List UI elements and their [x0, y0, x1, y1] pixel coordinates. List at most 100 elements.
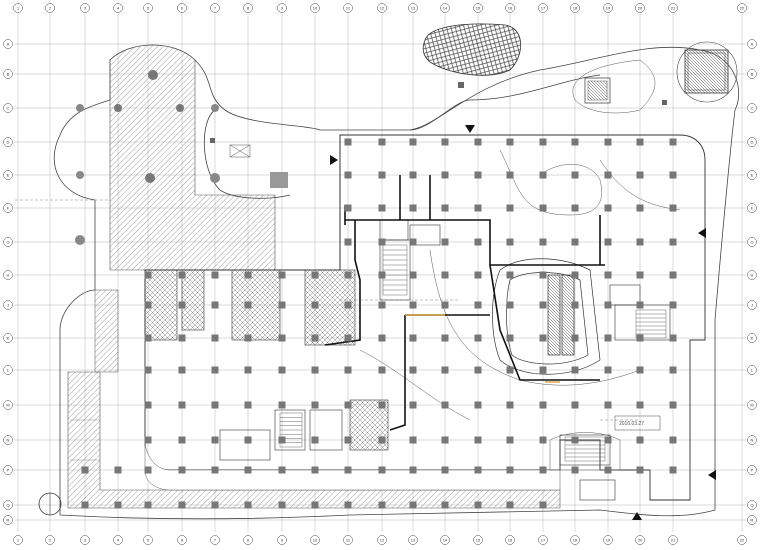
core-rooms: [144, 219, 671, 501]
column: [311, 501, 319, 509]
column: [506, 366, 514, 374]
axis-bubbles: 1122334455667788991010111112121313141415…: [3, 3, 757, 545]
grid-bubble-column: 20: [635, 3, 645, 13]
column: [409, 334, 417, 342]
column: [571, 238, 579, 246]
pavilion-center: [584, 77, 611, 104]
column: [311, 366, 319, 374]
grid-label-column: 5: [147, 537, 150, 542]
north-wing-hatched: [75, 44, 288, 271]
column: [571, 138, 579, 146]
date-stamp-box: 2016.03.27: [614, 415, 661, 431]
grid-bubble-row: D: [3, 137, 13, 147]
column: [506, 466, 514, 474]
grid-label-column: 11: [346, 5, 351, 10]
column: [144, 466, 152, 474]
column: [506, 301, 514, 309]
grid-label-column: 3: [84, 537, 87, 542]
column: [669, 366, 677, 374]
column: [344, 501, 352, 509]
column: [539, 271, 547, 279]
grid-bubble-column: 19: [603, 3, 613, 13]
column: [539, 436, 547, 444]
column: [571, 271, 579, 279]
grid-bubble-column: 7: [210, 535, 220, 545]
column: [178, 334, 186, 342]
grid-bubble-row: E: [3, 170, 13, 180]
grid-label-row: C: [7, 105, 10, 110]
grid-bubble-column: 15: [473, 3, 483, 13]
structural-columns: [81, 138, 677, 509]
column: [211, 366, 219, 374]
column: [144, 271, 152, 279]
column: [278, 301, 286, 309]
column: [278, 271, 286, 279]
column: [378, 138, 386, 146]
grid-bubble-column: 15: [473, 535, 483, 545]
column: [669, 171, 677, 179]
column: [636, 171, 644, 179]
grid-bubble-row: J: [3, 300, 13, 310]
grid-label-column: 22: [740, 5, 745, 10]
column: [441, 238, 449, 246]
grid-bubble-row: G: [747, 237, 757, 247]
grid-label-column: 15: [476, 537, 481, 542]
grid-label-row: K: [751, 335, 754, 340]
grid-bubble-column: 13: [408, 535, 418, 545]
column: [539, 334, 547, 342]
main-building: [144, 134, 706, 501]
grid-label-column: 22: [740, 537, 745, 542]
grid-label-row: N: [7, 437, 10, 442]
column: [669, 301, 677, 309]
grid-bubble-row: Q: [3, 500, 13, 510]
grid-label-row: P: [7, 467, 10, 472]
grid-bubble-row: A: [747, 39, 757, 49]
column: [636, 301, 644, 309]
stair-flight: [382, 244, 408, 296]
column: [378, 466, 386, 474]
column: [539, 466, 547, 474]
column: [311, 436, 319, 444]
column: [539, 204, 547, 212]
grid-bubble-column: 6: [177, 3, 187, 13]
grid-label-column: 17: [541, 5, 546, 10]
grid-label-row: L: [7, 367, 10, 372]
column: [244, 501, 252, 509]
column: [604, 401, 612, 409]
column: [604, 271, 612, 279]
stair-flight: [564, 436, 606, 462]
column: [669, 436, 677, 444]
column: [636, 334, 644, 342]
grid-label-column: 7: [214, 537, 217, 542]
grid-label-column: 14: [443, 537, 448, 542]
grid-label-row: F: [7, 205, 10, 210]
column: [344, 436, 352, 444]
dashed-lines: [15, 199, 640, 421]
grid-label-column: 19: [606, 537, 611, 542]
grid-bubble-row: R: [3, 515, 13, 525]
column: [636, 238, 644, 246]
column: [178, 271, 186, 279]
grid-label-column: 11: [346, 537, 351, 542]
grid-bubble-row: D: [747, 137, 757, 147]
column: [604, 204, 612, 212]
grid-label-row: B: [751, 71, 754, 76]
column: [604, 466, 612, 474]
column: [409, 436, 417, 444]
grid-bubble-row: M: [747, 400, 757, 410]
column: [571, 204, 579, 212]
column: [311, 301, 319, 309]
grid-label-column: 9: [281, 537, 284, 542]
grid-bubble-column: 12: [377, 3, 387, 13]
grid-label-row: A: [751, 41, 754, 46]
grid-bubble-column: 19: [603, 535, 613, 545]
column: [344, 466, 352, 474]
column: [244, 436, 252, 444]
grid-label-row: A: [7, 41, 10, 46]
grid-label-row: K: [7, 335, 10, 340]
column: [409, 271, 417, 279]
column: [474, 238, 482, 246]
grid-bubble-row: K: [747, 333, 757, 343]
column: [506, 204, 514, 212]
